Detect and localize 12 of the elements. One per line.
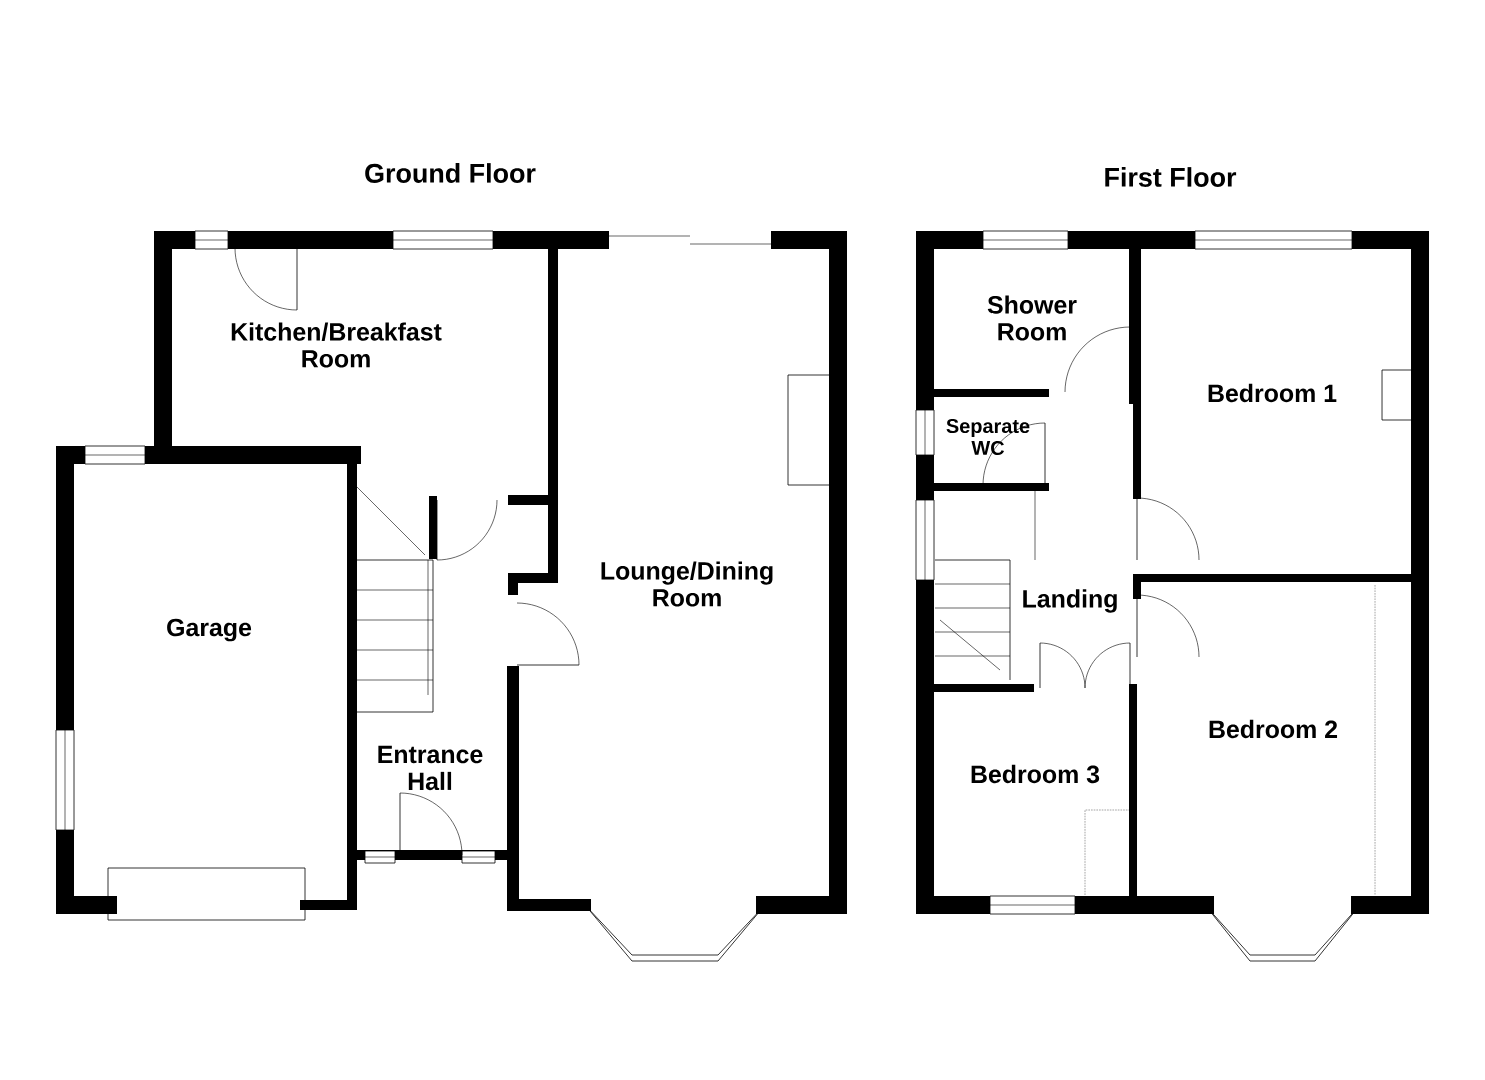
room-label: Garage <box>167 618 252 642</box>
floor-heading: First Floor <box>1105 167 1237 187</box>
room-label: Bedroom 2 <box>1209 719 1338 739</box>
room-label: Lounge/Dining Room <box>601 561 773 607</box>
room-label: Bedroom 3 <box>971 764 1100 784</box>
room-label: Landing <box>1023 589 1117 613</box>
floor-heading: Ground Floor <box>365 163 536 183</box>
room-label: Bedroom 1 <box>1208 383 1337 403</box>
room-label: Separate WC <box>946 419 1030 455</box>
room-label: Entrance Hall <box>378 745 483 791</box>
room-label: Shower Room <box>987 295 1077 341</box>
room-label: Kitchen/Breakfast Room <box>231 322 442 368</box>
